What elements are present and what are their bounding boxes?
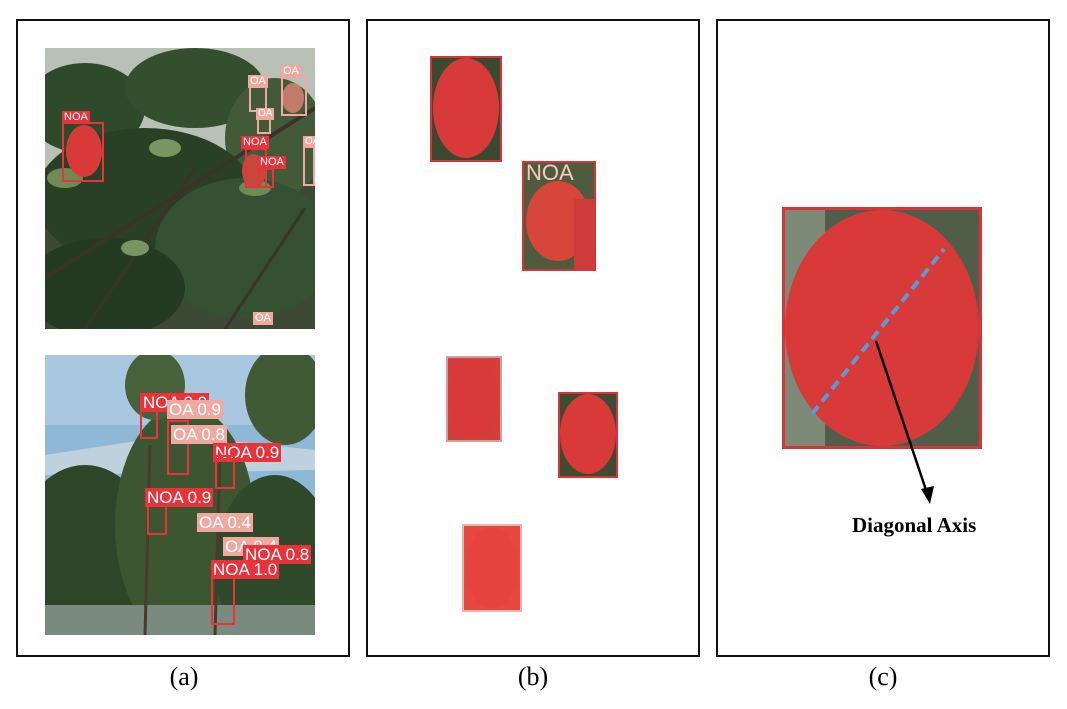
detection-box <box>281 76 307 116</box>
apple-crop-svg <box>465 528 519 608</box>
detection-box <box>211 575 235 625</box>
apple-crop <box>446 356 502 442</box>
detection-label: NOA 0.8 <box>243 545 312 564</box>
axis-annotation-label: Diagonal Axis <box>852 513 977 537</box>
arrow-head <box>921 486 934 504</box>
panel-b: NOA <box>366 19 700 657</box>
apple-crop-svg <box>560 394 616 474</box>
detection-label: OA 0.8 <box>171 425 227 444</box>
detection-label: NOA <box>241 136 269 149</box>
detection-label: OA 0.4 <box>197 513 253 532</box>
detection-box <box>303 146 315 186</box>
apple-crop <box>462 524 522 612</box>
orchard-photo-top: NOA NOA NOA OA OA OA OA OA <box>45 48 315 329</box>
detection-label: OA <box>253 312 273 325</box>
detection-box <box>257 118 271 134</box>
detection-box <box>147 505 167 535</box>
panel-a: NOA NOA NOA OA OA OA OA OA N <box>16 19 350 657</box>
detection-box <box>167 420 189 475</box>
caption-b: (b) <box>517 662 549 691</box>
apple-crop-svg <box>526 181 594 269</box>
detection-label: NOA 1.0 <box>211 560 280 579</box>
detection-label: OA <box>281 65 301 78</box>
detection-box <box>215 455 235 489</box>
orchard-photo-top-svg <box>45 48 315 329</box>
detection-box <box>258 168 274 188</box>
diagonal-axis-overlay <box>810 247 946 504</box>
panel-c: Diagonal Axis <box>716 19 1050 657</box>
detection-label: NOA 0.9 <box>145 488 214 507</box>
annotation-arrow <box>874 340 930 497</box>
caption-a: (a) <box>169 662 199 691</box>
orchard-photo-bottom: NOA 0.9 OA 0.9 OA 0.8 NOA 0.9 NOA 0.9 OA… <box>45 355 315 635</box>
apple-crop-svg <box>433 58 499 158</box>
detection-label: NOA <box>258 156 286 169</box>
detection-label: NOA <box>526 161 574 185</box>
apple-crop-svg <box>449 358 499 438</box>
diagonal-axis-line <box>810 247 946 416</box>
detection-label: OA 0.9 <box>167 400 223 419</box>
detection-box <box>62 122 104 182</box>
apple-crop <box>430 56 502 162</box>
detection-label: NOA <box>62 111 90 124</box>
apple-crop <box>558 392 618 478</box>
caption-c: (c) <box>868 662 898 691</box>
detection-label: OA <box>256 108 275 120</box>
detection-label: OA <box>248 75 268 88</box>
apple-crop: NOA <box>522 161 596 271</box>
detection-label: OA <box>303 136 315 148</box>
